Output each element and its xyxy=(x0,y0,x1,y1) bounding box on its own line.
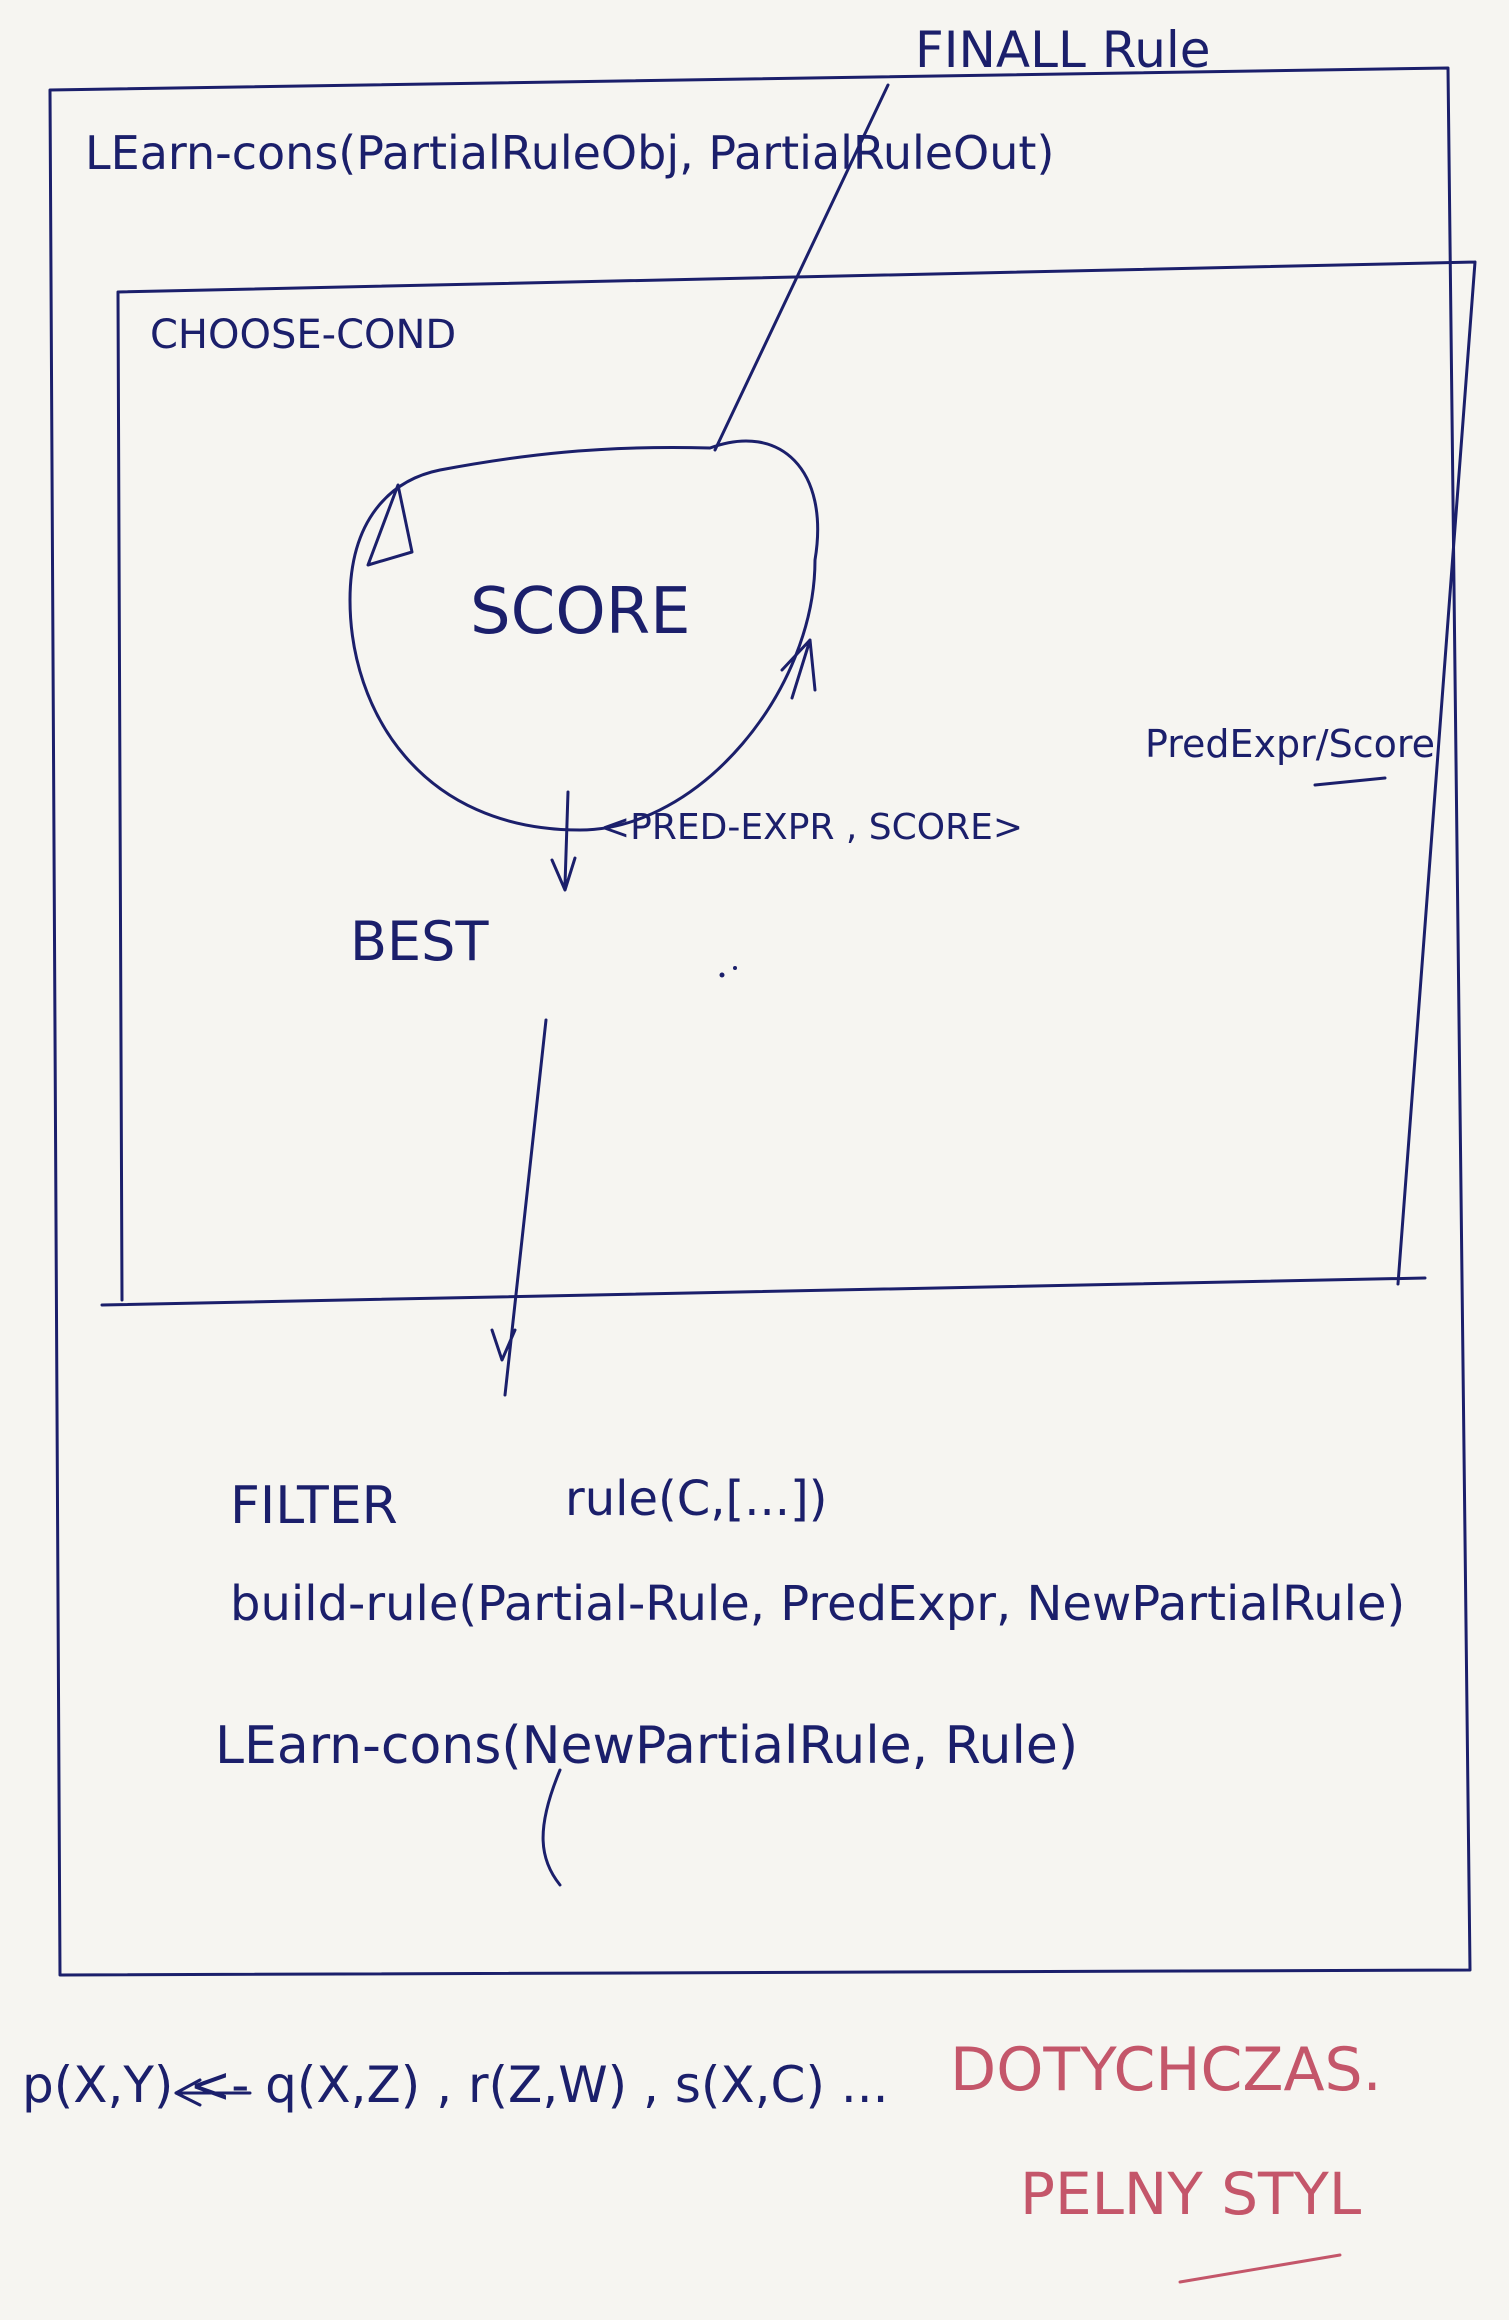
loop-arrow-left xyxy=(366,483,414,567)
filter-label: FILTER xyxy=(230,1476,398,1536)
arrow-best-to-filter xyxy=(490,1018,548,1397)
score-label: SCORE xyxy=(470,575,691,649)
learn-cons-call: LEarn-cons(PartialRuleObj, PartialRuleOu… xyxy=(85,126,1055,180)
connector-final-rule xyxy=(713,83,890,452)
note-dotychczas: DOTYCHCZAS. xyxy=(950,2035,1382,2105)
best-label: BEST xyxy=(350,910,489,973)
pred-expr-score-output: <PRED-EXPR , SCORE> xyxy=(600,807,1024,848)
learn-cons-recursive-call: LEarn-cons(NewPartialRule, Rule) xyxy=(215,1716,1079,1776)
filter-rule: rule(C,[...]) xyxy=(565,1471,828,1527)
red-underline xyxy=(1178,2253,1342,2284)
note-pelny-styl: PELNY STYL xyxy=(1020,2160,1362,2228)
clause-arrow xyxy=(174,2078,252,2107)
loop-arrow-right xyxy=(780,638,817,700)
side-label-underline xyxy=(1313,776,1387,787)
learn-cons-bracket xyxy=(541,1768,562,1887)
final-rule-label: FINALL Rule xyxy=(915,21,1211,79)
inner-frame xyxy=(100,260,1477,1307)
score-loop xyxy=(348,439,820,832)
build-rule-call: build-rule(Partial-Rule, PredExpr, NewPa… xyxy=(230,1576,1406,1632)
clause-formula: p(X,Y) <- q(X,Z) , r(Z,W) , s(X,C) ... xyxy=(22,2056,889,2114)
choose-cond-title: CHOOSE-COND xyxy=(150,312,457,358)
down-arrow-output xyxy=(550,790,577,892)
pred-expr-score-side-label: PredExpr/Score xyxy=(1145,722,1436,766)
outer-frame xyxy=(48,66,1472,1977)
